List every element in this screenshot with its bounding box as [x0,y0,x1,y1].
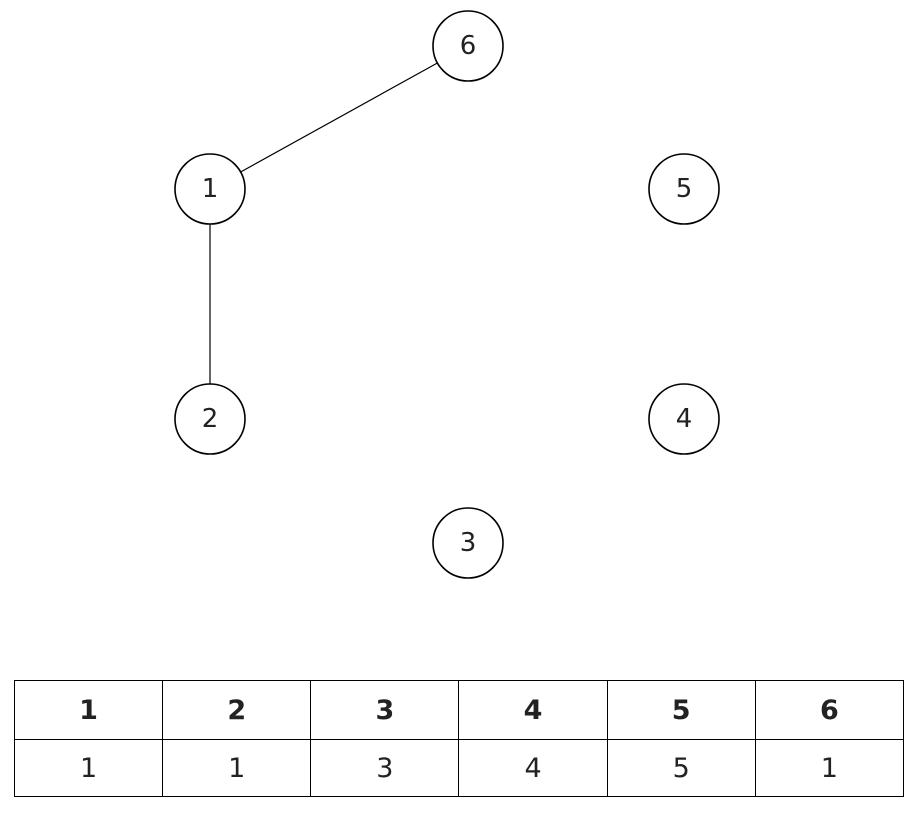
graph-diagram: 1 2 3 4 5 6 [174,10,720,579]
header-cell: 3 [310,680,460,740]
node-label: 1 [202,174,219,204]
node-4: 4 [648,383,720,455]
node-circle [432,507,504,579]
value-cell: 1 [13,739,164,797]
table-header-row: 1 2 3 4 5 6 [13,680,905,740]
header-cell: 2 [162,680,312,740]
value-cell: 3 [310,739,460,797]
header-cell: 1 [13,680,164,740]
edge-1-6 [240,62,438,173]
parent-table: 1 2 3 4 5 6 1 1 3 4 5 1 [13,680,905,797]
node-label: 4 [676,404,693,434]
node-1: 1 [174,153,246,225]
value-cell: 4 [458,739,608,797]
header-cell: 4 [458,680,608,740]
node-label: 3 [460,528,477,558]
node-circle [432,10,504,82]
value-cell: 1 [162,739,312,797]
node-circle [648,153,720,225]
header-cell: 6 [754,680,905,740]
value-cell: 5 [606,739,756,797]
table-value-row: 1 1 3 4 5 1 [13,739,905,797]
node-circle [174,153,246,225]
node-label: 5 [676,174,693,204]
node-label: 6 [460,31,477,61]
node-circle [174,383,246,455]
node-label: 2 [202,404,219,434]
node-circle [648,383,720,455]
edges-layer [209,62,438,384]
node-6: 6 [432,10,504,82]
node-2: 2 [174,383,246,455]
header-cell: 5 [606,680,756,740]
nodes-layer: 1 2 3 4 5 6 [174,10,720,579]
node-3: 3 [432,507,504,579]
value-cell: 1 [754,739,905,797]
node-5: 5 [648,153,720,225]
